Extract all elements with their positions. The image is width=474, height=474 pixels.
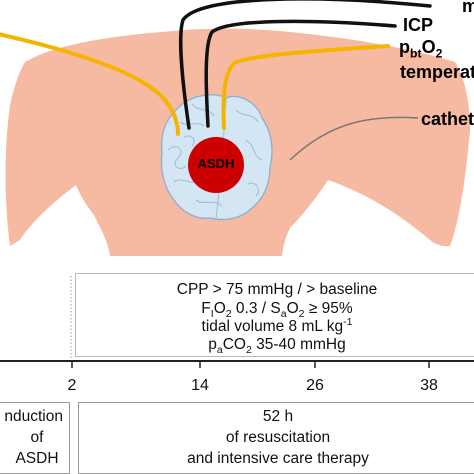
phase-induction-line3: ASDH (15, 450, 59, 467)
asdh-lesion (188, 137, 244, 193)
probe-label-icp: ICP (403, 15, 434, 35)
target-cpp: CPP > 75 mmHg / > baseline (176, 281, 378, 298)
tick-label-38: 38 (420, 377, 438, 394)
probe-label-top: m (462, 0, 474, 16)
probe-left-black (179, 0, 432, 130)
probe-label-pbto2: pbtO2 (399, 37, 443, 61)
tick-label-26: 26 (306, 377, 324, 394)
phase-induction-box: nduction of ASDH (0, 402, 70, 474)
target-paco2: paCO2 35-40 mmHg (208, 336, 346, 357)
probe-left-yellow (0, 32, 180, 136)
phase-icu-line3: and intensive care therapy (187, 450, 369, 467)
probe-label-catheter: cathete (421, 109, 474, 129)
phase-icu-duration: 52 h (262, 408, 294, 425)
target-tidal-volume: tidal volume 8 mL kg-1 (201, 315, 353, 335)
catheter-line (289, 116, 419, 161)
phase-icu-line2: of resuscitation (225, 429, 331, 446)
probe-pbto2-yellow (221, 44, 390, 130)
phase-induction-line2: of (30, 429, 44, 446)
probe-label-temperature: temperat (400, 62, 474, 82)
phase-icu-box: 52 h of resuscitation and intensive care… (78, 402, 474, 474)
probe-icp-black (204, 19, 397, 128)
tick-label-14: 14 (191, 377, 209, 394)
target-fio2-sao2: FIO2 0.3 / SaO2 ≥ 95% (201, 300, 353, 321)
phase-induction-line1: nduction (4, 408, 63, 425)
targets-box: CPP > 75 mmHg / > baseline FIO2 0.3 / Sa… (75, 273, 474, 357)
asdh-label: ASDH (197, 156, 235, 171)
tick-label-2: 2 (67, 377, 77, 394)
timeline (0, 360, 474, 368)
